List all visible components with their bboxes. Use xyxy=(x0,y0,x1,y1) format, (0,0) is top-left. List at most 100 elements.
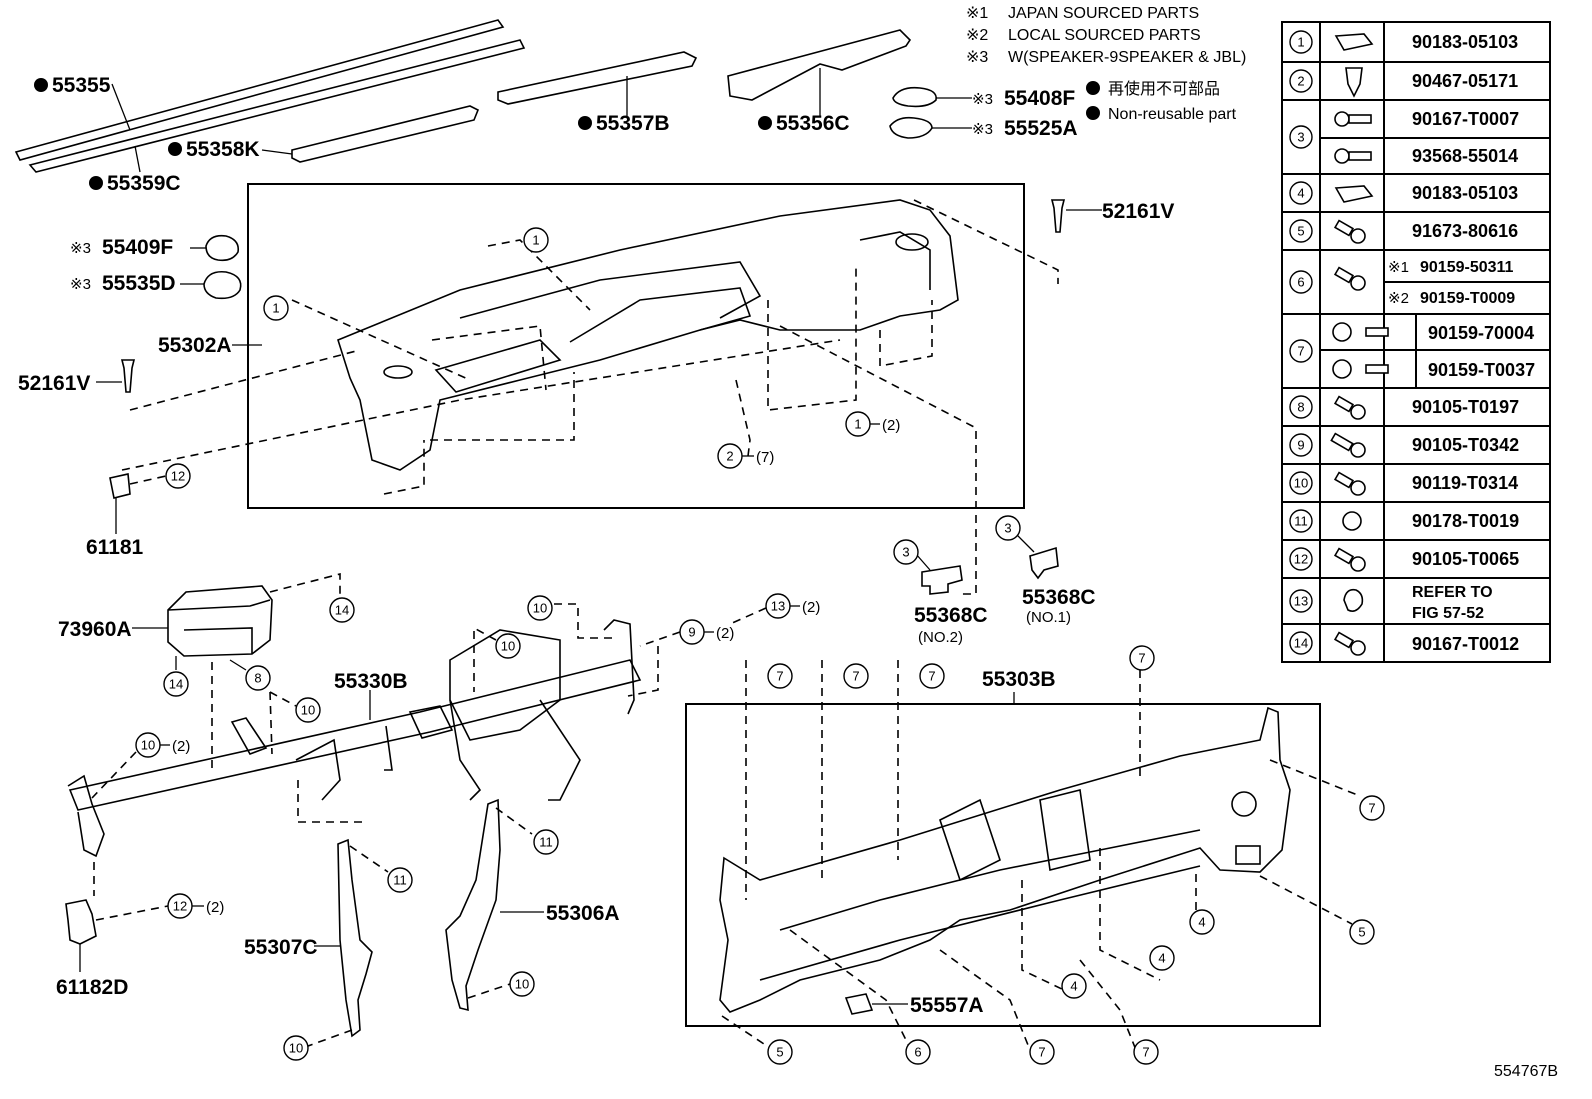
callout-number: 7 xyxy=(1142,1045,1149,1060)
guide-line xyxy=(487,239,591,311)
callout-1 xyxy=(263,295,289,321)
part-label-55356c: 55356C xyxy=(776,112,850,135)
panel-upper-line xyxy=(459,261,762,319)
callout-number: 11 xyxy=(539,835,553,850)
guide-line xyxy=(121,339,841,471)
callout-8 xyxy=(245,665,271,691)
qty-note: (2) xyxy=(716,625,734,642)
callout-number: 2 xyxy=(726,449,733,464)
non-reusable-dot-icon xyxy=(34,78,48,92)
frame-bracket xyxy=(939,798,1001,882)
panel-shape xyxy=(727,29,912,101)
part-code: 90183-05103 xyxy=(1412,32,1518,52)
part-55357b: 55357B xyxy=(497,51,698,135)
callout-number: 7 xyxy=(1038,1045,1045,1060)
guide-line xyxy=(297,780,366,823)
row-number-text: 6 xyxy=(1297,275,1304,290)
guide-line xyxy=(383,440,425,495)
table-border xyxy=(1281,21,1551,663)
speaker-shape xyxy=(203,270,242,300)
part-code: 93568-55014 xyxy=(1412,146,1518,166)
callout-4 xyxy=(1149,945,1175,971)
frame-window xyxy=(1235,845,1261,865)
callout-number: 4 xyxy=(1158,951,1165,966)
frame-member xyxy=(779,829,1201,931)
callout-number: 5 xyxy=(776,1045,783,1060)
part-label-52161v-left: 52161V xyxy=(18,372,90,395)
leader-line xyxy=(134,145,141,173)
part-label-55359c: 55359C xyxy=(107,172,181,195)
row-number-text: 2 xyxy=(1297,74,1304,89)
row-number-text: 8 xyxy=(1297,400,1304,415)
callout-14 xyxy=(163,671,189,697)
row-number-6 xyxy=(1289,270,1313,294)
part-label-55535d: 55535D xyxy=(102,272,176,295)
callout-7 xyxy=(919,663,945,689)
row-number-10 xyxy=(1289,471,1313,495)
callout-1 xyxy=(523,227,549,253)
callout-7 xyxy=(1029,1039,1055,1065)
row-number-11 xyxy=(1289,509,1313,533)
callout-number: 3 xyxy=(902,545,909,560)
non-reusable-dot-icon xyxy=(168,142,182,156)
guide-line xyxy=(789,929,911,1049)
part-55302a-label: 55302A xyxy=(158,334,262,357)
bolt-icon xyxy=(1333,547,1366,572)
qty-note: (2) xyxy=(172,738,190,755)
guide-line xyxy=(639,631,681,647)
cap-icon xyxy=(1343,588,1364,612)
bolt-icon xyxy=(1333,631,1366,656)
callout-5 xyxy=(767,1039,793,1065)
callout-10 xyxy=(527,595,553,621)
clip-shape xyxy=(1050,199,1066,233)
guide-line xyxy=(939,949,1031,1051)
part-sub-label: (NO.1) xyxy=(1026,609,1071,626)
garnish-strip-shape xyxy=(28,39,526,173)
legend-en-label: Non-reusable part xyxy=(1108,106,1237,123)
part-55535d: ※3 55535D xyxy=(70,270,242,300)
screw-icon xyxy=(1334,111,1372,127)
guide-line xyxy=(1259,875,1353,925)
row-number-5 xyxy=(1289,219,1313,243)
part-code: 90159-T0037 xyxy=(1428,360,1535,380)
part-label-55358k: 55358K xyxy=(186,138,260,161)
guide-line xyxy=(1099,848,1161,981)
callout-7 xyxy=(767,663,793,689)
callout-number: 13 xyxy=(771,599,785,614)
note-mark: ※1 xyxy=(1388,259,1409,276)
note-mark: ※2 xyxy=(1388,290,1409,307)
center-brace xyxy=(539,699,581,801)
guide-line xyxy=(729,607,767,625)
guide-line xyxy=(767,264,857,411)
row-number-text: 3 xyxy=(1297,130,1304,145)
callout-11 xyxy=(387,867,413,893)
part-label-55408f: 55408F xyxy=(1004,87,1075,110)
upper-assembly-frame xyxy=(247,183,1025,509)
bracket-shape xyxy=(109,473,131,499)
guide-line xyxy=(269,691,273,755)
sourcing-notes: ※1 JAPAN SOURCED PARTS ※2 LOCAL SOURCED … xyxy=(966,5,1246,66)
callout-number: 10 xyxy=(301,703,315,718)
note-mark-2: ※2 xyxy=(966,27,988,44)
instrument-panel-body xyxy=(337,199,959,471)
note-mark-1: ※1 xyxy=(966,5,988,22)
callout-number: 12 xyxy=(171,469,185,484)
guide-line xyxy=(95,905,169,921)
left-end-bracket xyxy=(67,774,105,858)
guide-line xyxy=(1269,759,1361,797)
speaker-cover-shape xyxy=(892,86,937,108)
non-reusable-dot-icon xyxy=(758,116,772,130)
bolt-icon xyxy=(1333,219,1366,244)
row-number-1 xyxy=(1289,30,1313,54)
leader-line xyxy=(261,149,293,155)
guide-line xyxy=(291,299,471,381)
part-label-55303b: 55303B xyxy=(982,668,1056,691)
guide-line xyxy=(307,1029,353,1047)
legend-jp-label: 再使用不可部品 xyxy=(1108,80,1220,98)
table-row-lines xyxy=(1282,61,1550,625)
row-number-text: 1 xyxy=(1297,35,1304,50)
callout-number: 7 xyxy=(1368,801,1375,816)
callout-10 xyxy=(283,1035,309,1061)
panel-shape xyxy=(291,105,480,163)
